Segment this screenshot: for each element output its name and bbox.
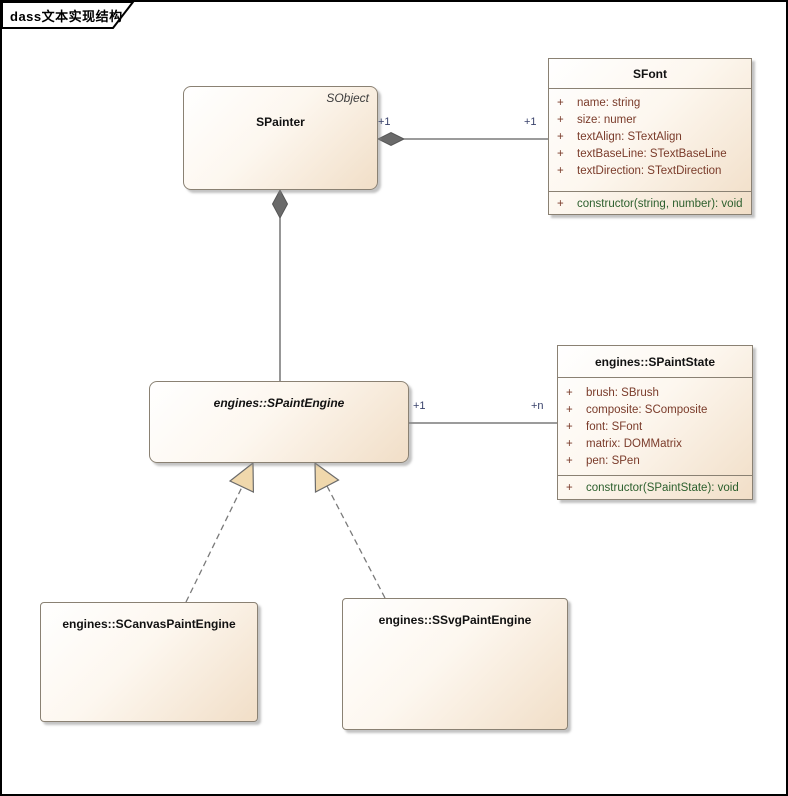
class-name: engines::SSvgPaintEngine	[378, 613, 532, 627]
attribute-text: font: SFont	[586, 421, 643, 433]
operation-row: + constructor(string, number): void	[555, 196, 745, 213]
visibility: +	[557, 131, 564, 143]
class-name: engines::SPaintEngine	[213, 396, 345, 410]
visibility: +	[566, 482, 573, 494]
attribute-text: textBaseLine: STextBaseLine	[577, 148, 727, 160]
multiplicity-engine-end: +1	[413, 400, 426, 412]
attribute-text: composite: SComposite	[586, 404, 708, 416]
multiplicity-font-end: +1	[524, 116, 537, 128]
operations-compartment: + constructor(SPaintState): void	[558, 475, 752, 500]
attributes-compartment: + brush: SBrush + composite: SComposite …	[558, 378, 752, 475]
visibility: +	[566, 404, 573, 416]
class-sfont[interactable]: SFont + name: string + size: numer + tex…	[548, 58, 752, 215]
generalization-line-canvas-engine[interactable]	[185, 486, 243, 603]
visibility: +	[557, 114, 564, 126]
visibility: +	[566, 421, 573, 433]
visibility: +	[566, 455, 573, 467]
frame-label: dass文本实现结构	[10, 9, 123, 24]
attribute-text: size: numer	[577, 114, 637, 126]
class-ssvgpaintengine[interactable]: engines::SSvgPaintEngine	[342, 598, 568, 730]
stereotype-label: SObject	[326, 91, 369, 105]
generalization-arrow-canvas[interactable]	[228, 461, 255, 493]
attributes-compartment: + name: string + size: numer + textAlign…	[549, 89, 751, 191]
attribute-row: + size: numer	[555, 112, 745, 129]
operations-compartment: + constructor(string, number): void	[549, 191, 751, 215]
class-spainter[interactable]: SObject SPainter	[183, 86, 378, 190]
visibility: +	[566, 438, 573, 450]
attribute-text: textAlign: STextAlign	[577, 131, 682, 143]
generalization-arrow-svg[interactable]	[314, 461, 340, 493]
attribute-text: brush: SBrush	[586, 387, 659, 399]
attribute-text: name: string	[577, 97, 641, 109]
class-spaintstate[interactable]: engines::SPaintState + brush: SBrush + c…	[557, 345, 753, 500]
visibility: +	[557, 165, 564, 177]
composition-diamond-painter-engine[interactable]	[271, 188, 289, 220]
operation-text: constructor(string, number): void	[577, 198, 743, 210]
frame-tab	[1, 0, 136, 29]
class-name: engines::SPaintState	[558, 346, 752, 378]
multiplicity-painter-end: +1	[378, 116, 391, 128]
visibility: +	[557, 148, 564, 160]
attribute-row: + brush: SBrush	[564, 385, 746, 402]
visibility: +	[566, 387, 573, 399]
visibility: +	[557, 198, 564, 210]
multiplicity-state-end: +n	[531, 400, 544, 412]
class-name: engines::SCanvasPaintEngine	[62, 617, 236, 631]
attribute-text: matrix: DOMMatrix	[586, 438, 682, 450]
operation-row: + constructor(SPaintState): void	[564, 480, 746, 497]
class-scanvaspaintengine[interactable]: engines::SCanvasPaintEngine	[40, 602, 258, 722]
attribute-row: + name: string	[555, 95, 745, 112]
attribute-row: + textBaseLine: STextBaseLine	[555, 146, 745, 163]
attribute-row: + textAlign: STextAlign	[555, 129, 745, 146]
generalization-line-svg-engine[interactable]	[326, 485, 386, 599]
attribute-row: + composite: SComposite	[564, 402, 746, 419]
composition-diamond-painter-font[interactable]	[376, 131, 406, 147]
class-name: SFont	[549, 59, 751, 89]
attribute-text: pen: SPen	[586, 455, 640, 467]
attribute-row: + textDirection: STextDirection	[555, 163, 745, 180]
class-spaintengine[interactable]: engines::SPaintEngine	[149, 381, 409, 463]
class-name: SPainter	[256, 115, 305, 129]
operation-text: constructor(SPaintState): void	[586, 482, 739, 494]
attribute-text: textDirection: STextDirection	[577, 165, 722, 177]
attribute-row: + matrix: DOMMatrix	[564, 436, 746, 453]
attribute-row: + pen: SPen	[564, 453, 746, 470]
attribute-row: + font: SFont	[564, 419, 746, 436]
visibility: +	[557, 97, 564, 109]
